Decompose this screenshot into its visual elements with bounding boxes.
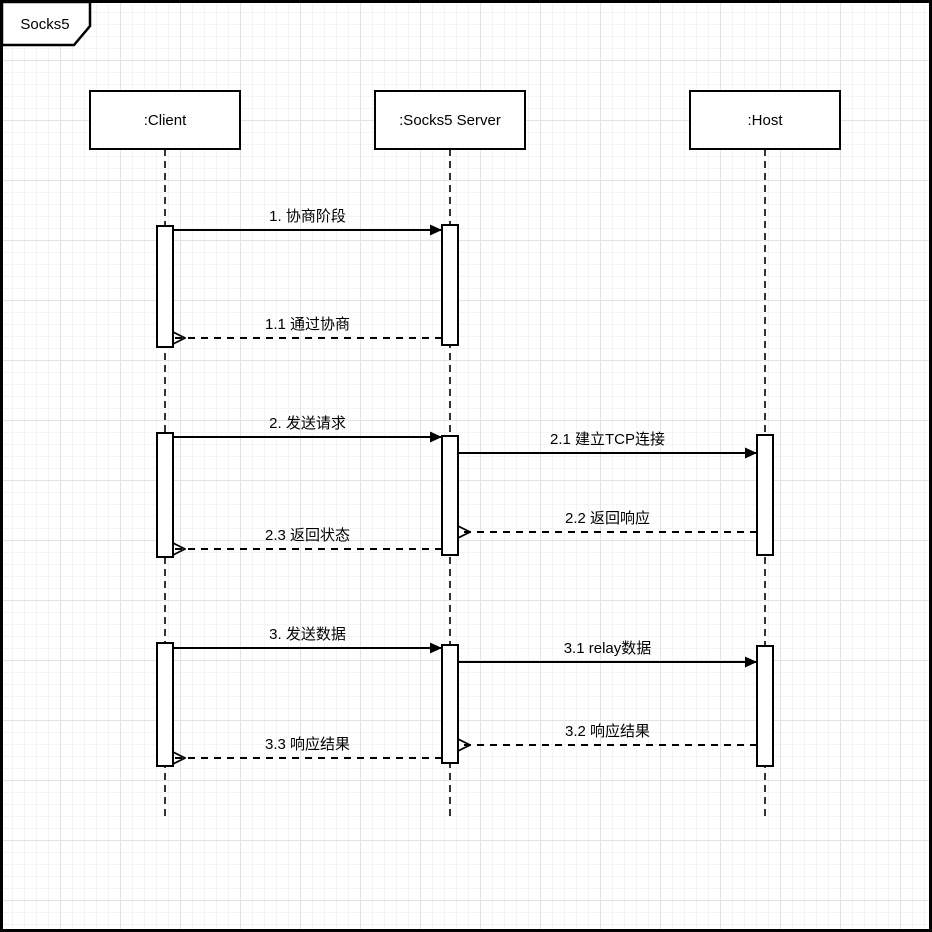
message-label-3: 3. 发送数据 [269, 626, 346, 643]
frame-label: Socks5 [0, 0, 92, 47]
lifelines-layer [164, 149, 766, 820]
message-label-1: 1. 协商阶段 [269, 208, 346, 225]
message-label-2: 2. 发送请求 [269, 415, 346, 432]
messages-layer: 1. 协商阶段 1.1 通过协商 2. 发送请求 2.1 建立TCP连接 2.2 返回响… [173, 208, 757, 758]
message-2: 2. 发送请求 [173, 415, 442, 443]
activation-bar-client [156, 642, 174, 767]
actor-heads-layer: :Client :Socks5 Server :Host [89, 90, 841, 150]
actor-box-server [374, 90, 526, 150]
message-2.1: 2.1 建立TCP连接 [458, 431, 757, 459]
actor-box-client [89, 90, 241, 150]
message-label-2.1: 2.1 建立TCP连接 [550, 431, 665, 448]
actor-label-host: :Host [747, 112, 783, 129]
activation-bar-server [441, 435, 459, 556]
frame-title: Socks5 [20, 16, 69, 33]
message-3.1: 3.1 relay数据 [458, 640, 757, 668]
message-3: 3. 发送数据 [173, 626, 442, 654]
activation-bar-host [756, 434, 774, 556]
activation-bar-server [441, 224, 459, 346]
message-1: 1. 协商阶段 [173, 208, 442, 236]
message-3.3: 3.3 响应结果 [173, 735, 442, 758]
message-label-2.2: 2.2 返回响应 [565, 509, 650, 527]
message-label-1.1: 1.1 通过协商 [265, 316, 350, 333]
activation-bar-client [156, 225, 174, 348]
message-label-3.3: 3.3 响应结果 [265, 735, 350, 753]
message-label-3.1: 3.1 relay数据 [564, 640, 652, 657]
message-3.2: 3.2 响应结果 [458, 722, 757, 745]
actor-head-host: :Host [689, 90, 841, 150]
frame-label-shape [0, 0, 92, 47]
actor-box-host [689, 90, 841, 150]
actor-label-server: :Socks5 Server [399, 112, 501, 129]
activation-bar-host [756, 645, 774, 767]
message-1.1: 1.1 通过协商 [173, 316, 442, 338]
activation-bar-client [156, 432, 174, 558]
actor-label-client: :Client [144, 112, 187, 129]
message-2.3: 2.3 返回状态 [173, 527, 442, 549]
activations-layer [156, 224, 774, 767]
actor-head-server: :Socks5 Server [374, 90, 526, 150]
activation-bar-server [441, 644, 459, 764]
message-label-3.2: 3.2 响应结果 [565, 722, 650, 740]
message-label-2.3: 2.3 返回状态 [265, 527, 350, 544]
actor-head-client: :Client [89, 90, 241, 150]
message-2.2: 2.2 返回响应 [458, 509, 757, 532]
